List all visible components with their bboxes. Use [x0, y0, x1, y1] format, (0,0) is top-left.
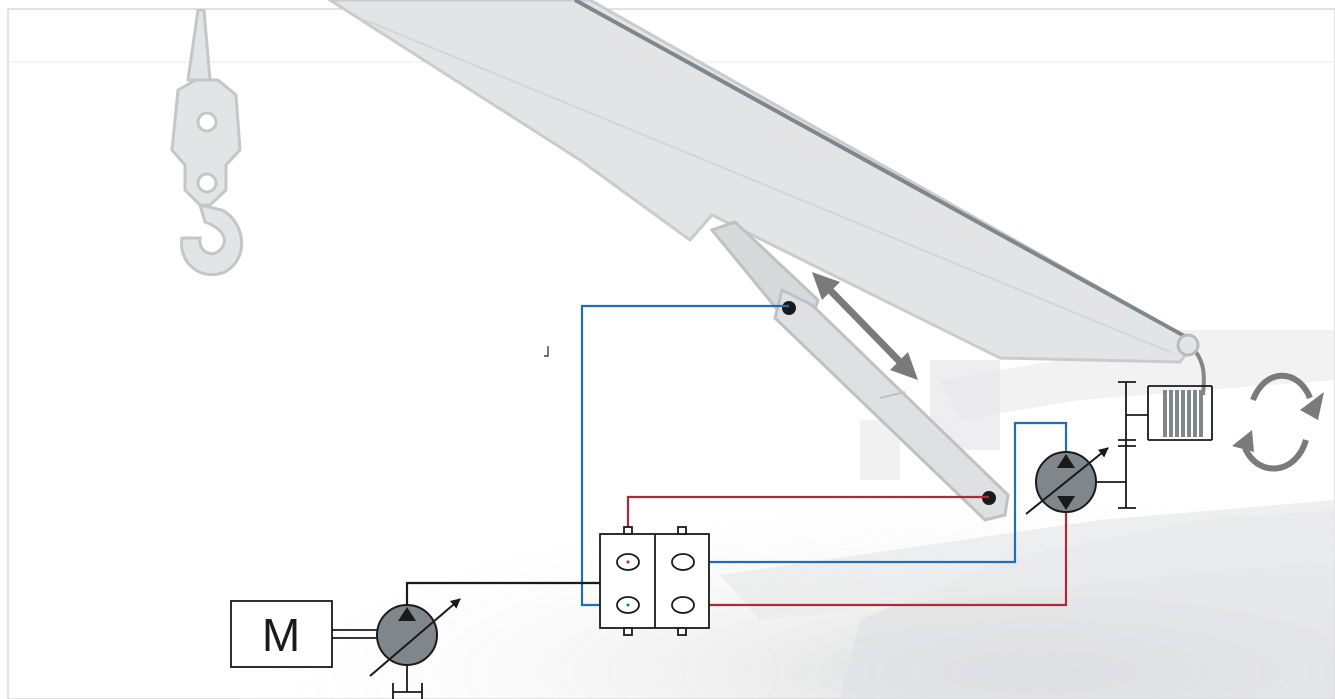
- red-line-motor: [683, 510, 1068, 607]
- control-valve-block: [599, 526, 710, 636]
- electric-motor: M: [230, 600, 378, 668]
- hydraulic-pump: [369, 598, 461, 699]
- boom-pulley: [1176, 333, 1200, 357]
- hydraulic-motor: [1025, 447, 1126, 515]
- black-line-pump: [405, 581, 600, 607]
- blue-line-motor: [683, 421, 1068, 564]
- double-arrow-icon: [812, 272, 918, 380]
- crane-boom: [327, 0, 1206, 396]
- cylinder-pin-top: [782, 301, 796, 315]
- frame-border: [7, 8, 1335, 699]
- cable-drum-icon: [1118, 381, 1213, 509]
- rotation-arrows-icon: [1232, 372, 1324, 472]
- crane-hook-icon: [170, 8, 243, 277]
- stray-mark: [544, 346, 549, 357]
- motor-label: M: [262, 609, 300, 661]
- background-machine: [150, 330, 1335, 699]
- hydraulic-cylinder: [709, 220, 1010, 522]
- cable-coil: [1163, 390, 1203, 437]
